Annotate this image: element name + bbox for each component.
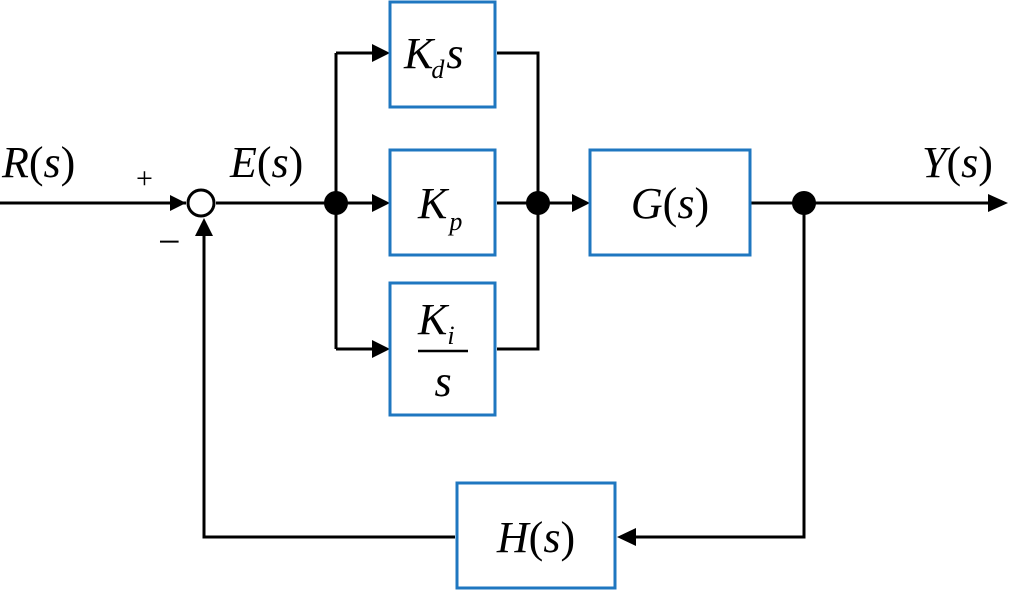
- arrowhead-proportional: [372, 194, 390, 212]
- integral-gain-denominator: s: [434, 357, 451, 406]
- arrowhead-integral: [372, 340, 390, 358]
- arrowhead-feedback: [617, 528, 636, 546]
- plus-sign: +: [136, 162, 153, 195]
- split-node: [324, 191, 348, 215]
- proportional-gain-label: Kp: [417, 179, 462, 236]
- summing-junction: [186, 188, 216, 218]
- feedback-forward-line: [630, 203, 806, 539]
- feedback-return-line: [202, 232, 455, 539]
- arrowhead-sum-in: [170, 195, 186, 211]
- feedback-block: [455, 481, 617, 590]
- arrowhead-sum-feedback: [195, 218, 213, 236]
- proportional-block: [388, 148, 497, 257]
- merge-node: [526, 191, 550, 215]
- output-pickoff-node: [792, 191, 816, 215]
- arrowhead-plant: [572, 194, 590, 212]
- output-signal-label: Y(s): [922, 138, 993, 187]
- plant-label: G(s): [631, 179, 709, 228]
- derivative-gain-label: Kds: [403, 29, 463, 84]
- plant-block: [588, 148, 752, 257]
- error-signal-label: E(s): [229, 138, 303, 187]
- minus-sign: −: [158, 219, 181, 264]
- input-signal-label: R(s): [1, 138, 75, 187]
- arrowhead-output: [988, 194, 1008, 212]
- integral-gain-numerator: Ki: [417, 295, 455, 350]
- arrowhead-derivative: [372, 44, 390, 62]
- feedback-label: H(s): [496, 513, 575, 562]
- derivative-block: [388, 0, 497, 109]
- integral-block: [388, 281, 497, 417]
